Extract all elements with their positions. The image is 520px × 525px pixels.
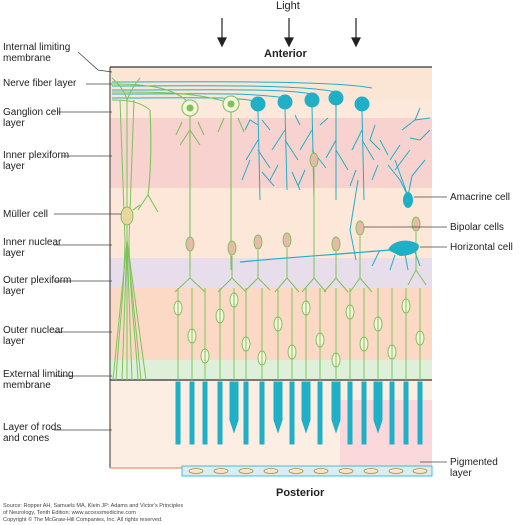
amacrine-cell-body	[403, 192, 413, 208]
muller-cell-nucleus	[120, 206, 134, 226]
ganglion-cell	[277, 94, 293, 110]
light-arrows	[217, 18, 361, 48]
rod	[289, 381, 295, 445]
copyright-line: Copyright © The McGraw-Hill Companies, I…	[3, 517, 163, 523]
bipolar-cell	[227, 240, 237, 256]
bipolar-cell	[185, 236, 195, 252]
label-inner-nuclear-layer: Inner nuclear layer	[3, 237, 62, 259]
source-line-2: of Neurology, Tenth Edition: www.accessm…	[3, 510, 136, 516]
rod	[389, 381, 395, 445]
muller-cell	[111, 77, 147, 381]
rod	[217, 381, 223, 445]
source-line-1: Source: Ropper AH, Samuels MA, Klein JP:…	[3, 503, 184, 509]
label-internal-limiting-membrane: Internal limiting membrane	[3, 42, 71, 64]
cone	[301, 381, 311, 434]
label-inner-plexiform-layer: Inner plexiform layer	[3, 150, 70, 172]
light-arrow-head	[351, 37, 361, 48]
bipolar-cell	[355, 220, 365, 236]
bipolar-cell	[309, 152, 319, 168]
horizontal-cell	[239, 240, 421, 271]
label-horizontal-cell: Horizontal cell	[450, 242, 513, 253]
bipolar-cells	[185, 152, 421, 256]
label-ganglion-cell-layer: Ganglion cell layer	[3, 107, 61, 129]
ganglion-cell	[250, 96, 266, 112]
amacrine-cell	[387, 159, 426, 208]
label-external-limiting-membrane: External limiting membrane	[3, 369, 74, 391]
cone	[373, 381, 383, 434]
rod	[317, 381, 323, 445]
label-outer-nuclear-layer: Outer nuclear layer	[3, 325, 64, 347]
rod	[202, 381, 208, 445]
rods-and-cones	[175, 381, 423, 445]
label-bipolar-cells: Bipolar cells	[450, 222, 504, 233]
cone	[229, 381, 239, 434]
rod	[417, 381, 423, 445]
left-leader-lines	[54, 51, 121, 431]
ganglion-cells-blue	[250, 90, 370, 112]
posterior-label: Posterior	[276, 487, 325, 499]
rod	[347, 381, 353, 445]
label-outer-plexiform-layer: Outer plexiform layer	[3, 275, 72, 297]
rod	[189, 381, 195, 445]
bipolar-processes	[174, 168, 427, 293]
bipolar-cell	[411, 216, 421, 232]
anterior-label: Anterior	[264, 48, 307, 60]
photoreceptor-fibers	[177, 288, 421, 380]
label-nerve-fiber-layer: Nerve fiber layer	[3, 78, 77, 89]
light-arrow-head	[217, 37, 227, 48]
cone	[273, 381, 283, 434]
bipolar-cell	[331, 236, 341, 252]
rod	[175, 381, 181, 445]
rod	[259, 381, 265, 445]
label-amacrine-cell: Amacrine cell	[450, 192, 511, 203]
rod	[403, 381, 409, 445]
retina-layers	[109, 66, 432, 469]
light-arrow-head	[284, 37, 294, 48]
ganglion-cell	[304, 92, 320, 108]
cone	[331, 381, 341, 434]
label-muller-cell: Müller cell	[3, 209, 49, 220]
right-leader-lines	[364, 196, 447, 463]
ganglion-cell	[354, 96, 370, 112]
bipolar-cell	[282, 232, 292, 248]
label-layer-of-rods-and-cones: Layer of rods and cones	[3, 422, 62, 444]
ganglion-cell	[328, 90, 344, 106]
pigmented-layer	[181, 465, 433, 477]
label-pigmented-layer: Pigmented layer	[450, 457, 498, 479]
bipolar-cell	[253, 234, 263, 250]
rod	[361, 381, 367, 445]
rod	[243, 381, 249, 445]
nerve-fibers	[111, 81, 373, 103]
ganglion-cells-green	[132, 95, 245, 270]
light-label: Light	[276, 0, 300, 12]
